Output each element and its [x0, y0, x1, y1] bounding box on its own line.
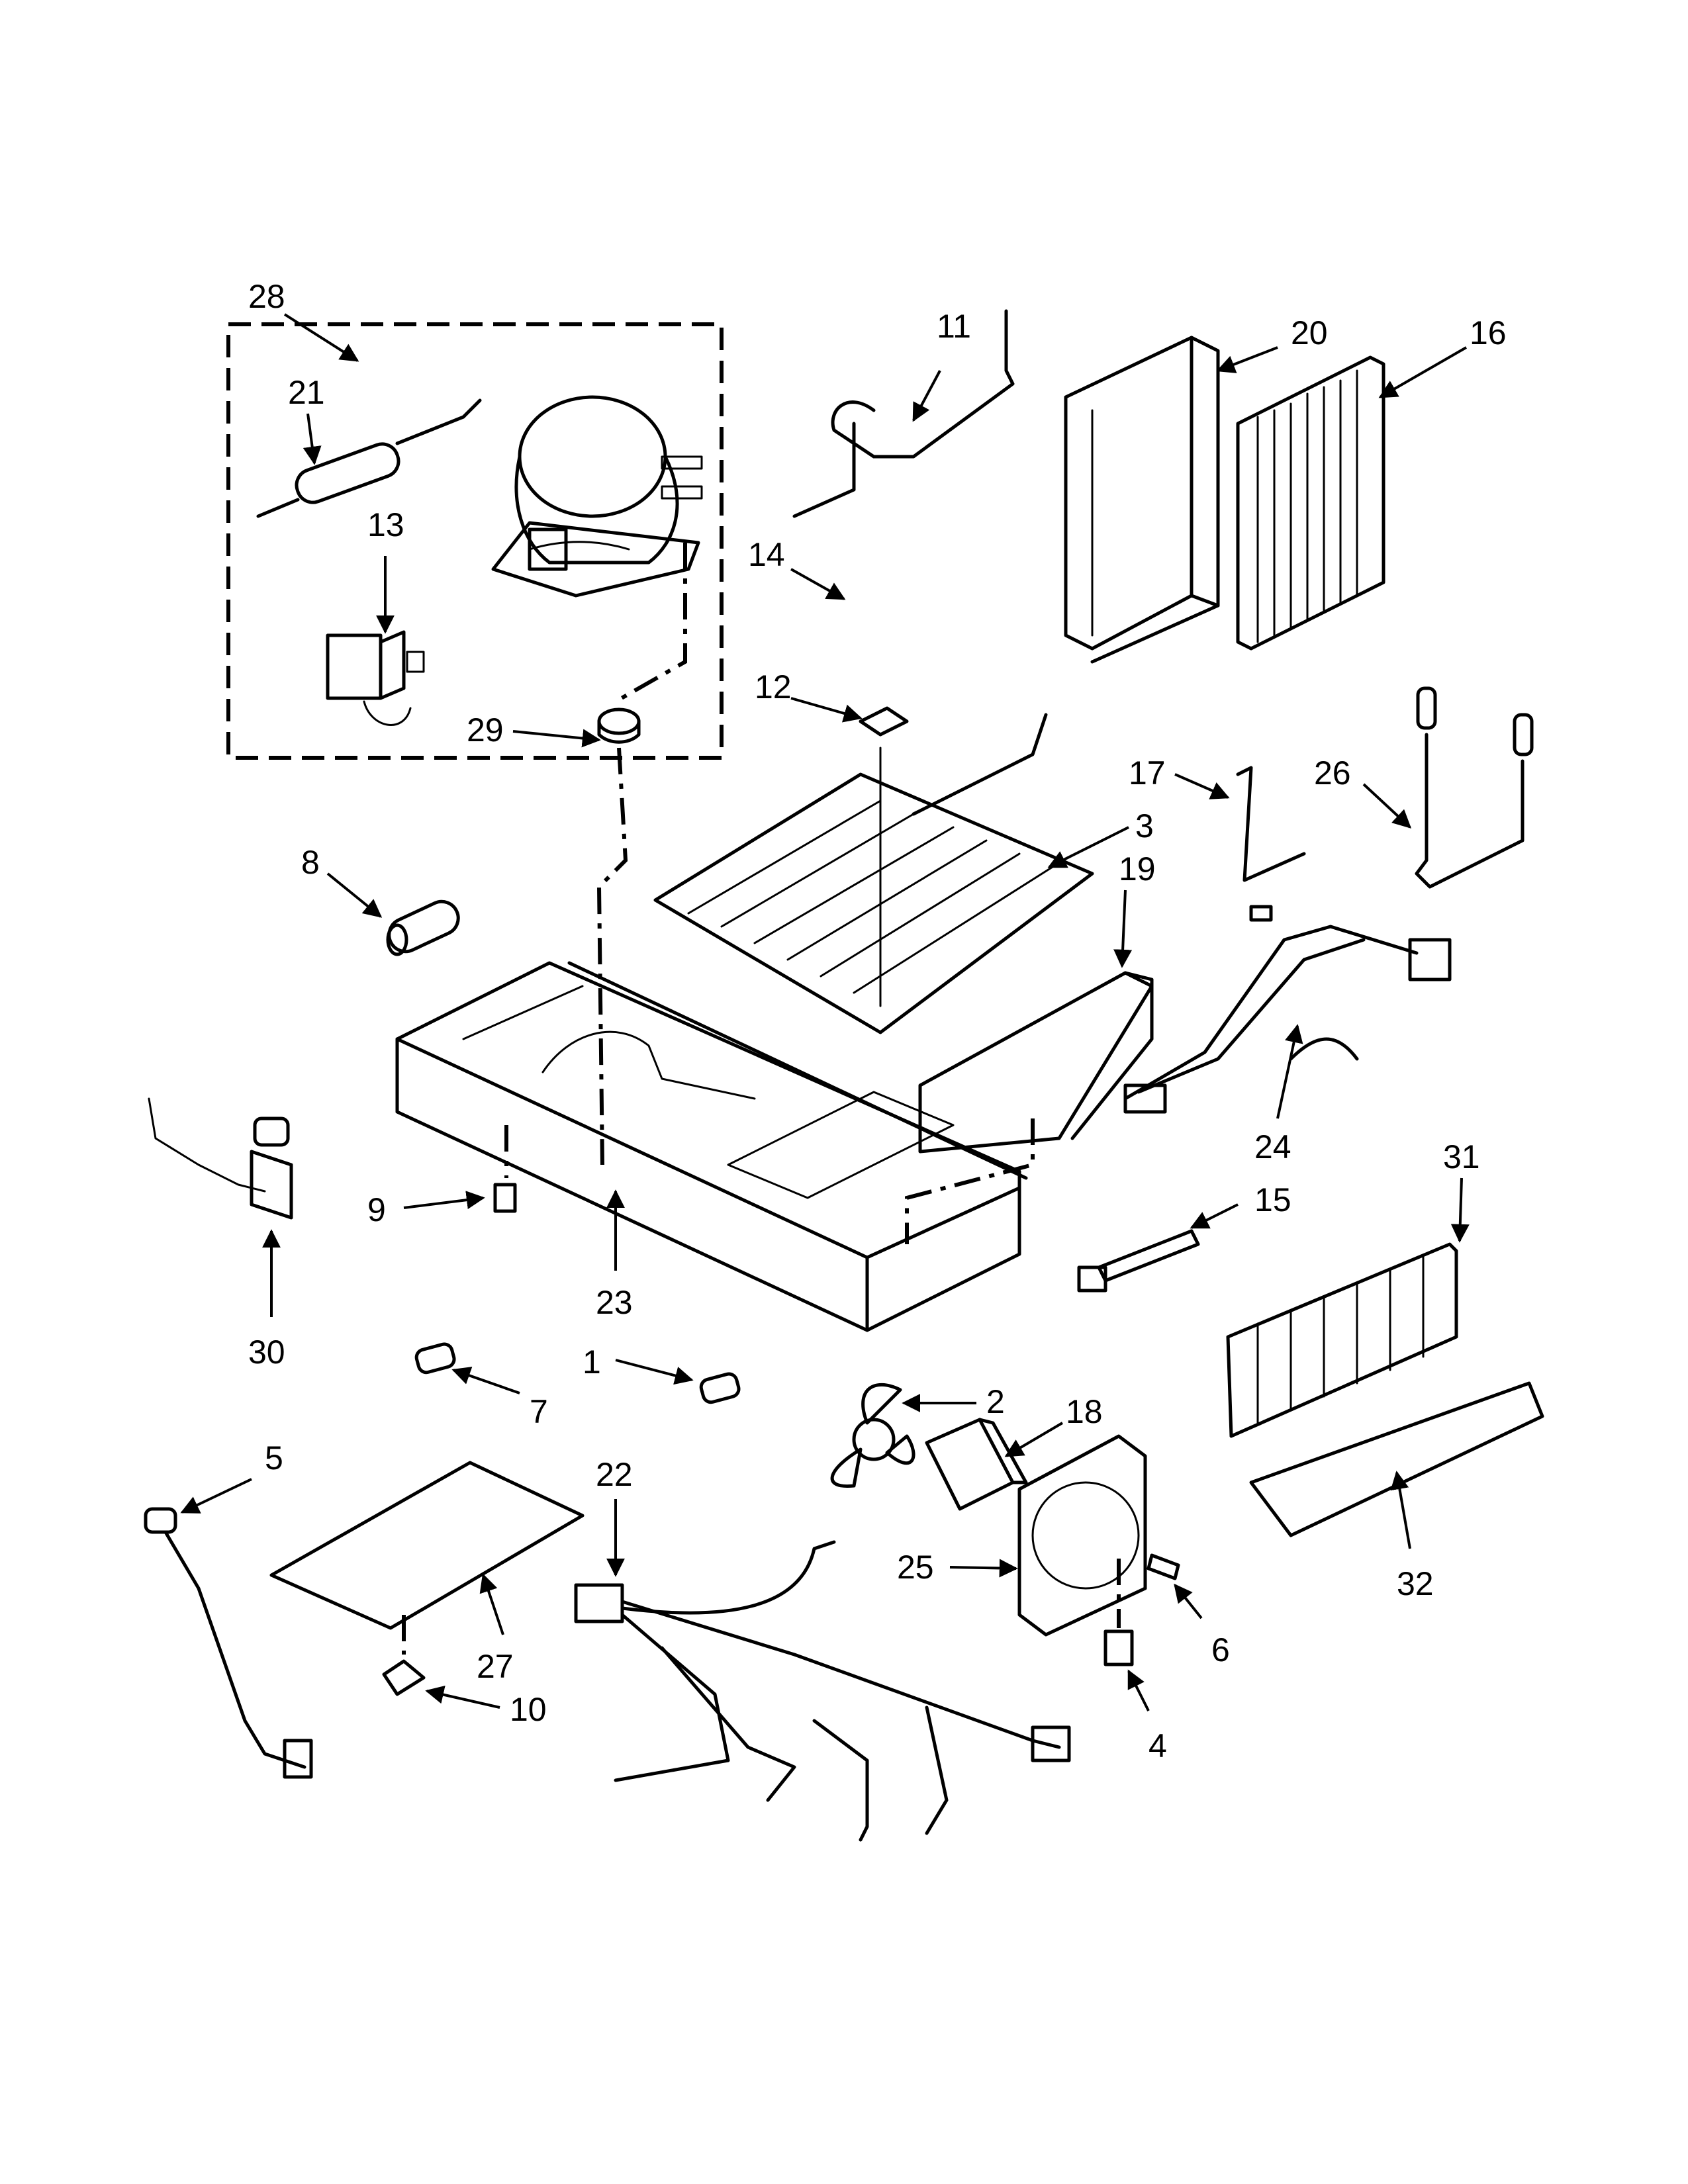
callout-9: 9: [367, 1191, 386, 1228]
callout-20: 20: [1291, 314, 1328, 351]
base-plate-part: [395, 961, 1028, 1332]
wiring-harness-part-24: [1123, 905, 1452, 1114]
clip-part-10: [382, 1659, 426, 1696]
callout-12: 12: [755, 668, 792, 705]
wiring-harness-part-22: [574, 1540, 1071, 1842]
insulation-part: [386, 899, 460, 956]
fan-motor-part: [925, 1418, 1028, 1511]
evaporator-cover-part: [1064, 336, 1220, 664]
drain-pan-part: [918, 971, 1154, 1154]
tube-part-5: [144, 1507, 313, 1779]
grommet-part: [597, 707, 641, 744]
callout-14: 14: [748, 536, 785, 573]
assembly-line-compressor: [614, 543, 687, 704]
condenser-part: [1226, 1242, 1458, 1438]
callout-27: 27: [477, 1648, 514, 1685]
callout-16: 16: [1470, 314, 1507, 351]
callout-23: 23: [596, 1284, 633, 1321]
clip-part-12: [859, 706, 909, 737]
callout-15: 15: [1254, 1181, 1291, 1218]
callout-6: 6: [1211, 1631, 1230, 1668]
compressor-group-box: [226, 322, 724, 760]
callout-labels: 28 21 13 29 11 20 16 14 12 17 26 3 19 8 …: [248, 278, 1507, 1764]
start-relay-part: [326, 630, 425, 726]
callout-4: 4: [1149, 1727, 1167, 1764]
callout-5: 5: [265, 1439, 283, 1477]
screw-part-4: [1103, 1629, 1134, 1666]
callout-11: 11: [937, 308, 971, 345]
callout-leaders: [180, 313, 1470, 1711]
callout-32: 32: [1397, 1565, 1434, 1602]
assembly-line-drain: [905, 1118, 1035, 1244]
tie-strap-part: [1077, 1229, 1200, 1293]
compressor-part: [491, 395, 703, 598]
callout-29: 29: [467, 711, 504, 749]
callout-3: 3: [1135, 807, 1154, 844]
callout-31: 31: [1443, 1138, 1480, 1175]
callout-25: 25: [897, 1549, 934, 1586]
callout-18: 18: [1066, 1393, 1103, 1430]
callout-1: 1: [583, 1343, 601, 1381]
fan-shroud-part: [1017, 1434, 1147, 1637]
callout-8: 8: [301, 844, 320, 881]
callout-30: 30: [248, 1334, 285, 1371]
callout-7: 7: [530, 1393, 548, 1430]
callout-28: 28: [248, 278, 285, 315]
fan-blade-part: [830, 1383, 915, 1488]
callout-13: 13: [367, 506, 404, 543]
callout-21: 21: [288, 374, 325, 411]
callout-22: 22: [596, 1456, 633, 1493]
callout-19: 19: [1119, 850, 1156, 887]
screw-part-9: [493, 1125, 517, 1213]
callout-2: 2: [986, 1383, 1005, 1420]
pad-part: [269, 1461, 585, 1630]
screw-part-6: [1147, 1553, 1180, 1580]
fitting-part-7: [414, 1342, 456, 1375]
thermistor-part: [148, 1097, 293, 1220]
tube-part-14: [792, 422, 856, 518]
bracket-part-17: [1236, 766, 1306, 882]
callout-26: 26: [1314, 754, 1351, 792]
tubing-part-26: [1415, 686, 1534, 889]
filter-drier-part: [256, 398, 482, 518]
callout-24: 24: [1254, 1128, 1291, 1165]
defrost-heater-part: [653, 713, 1094, 1034]
fitting-part-1: [699, 1372, 741, 1404]
callout-17: 17: [1129, 754, 1166, 792]
tray-part: [1249, 1381, 1544, 1537]
tube-part-11: [831, 309, 1015, 459]
callout-10: 10: [510, 1691, 547, 1728]
evaporator-coil-part: [1236, 355, 1385, 651]
assembly-line-grommet: [596, 747, 628, 1165]
